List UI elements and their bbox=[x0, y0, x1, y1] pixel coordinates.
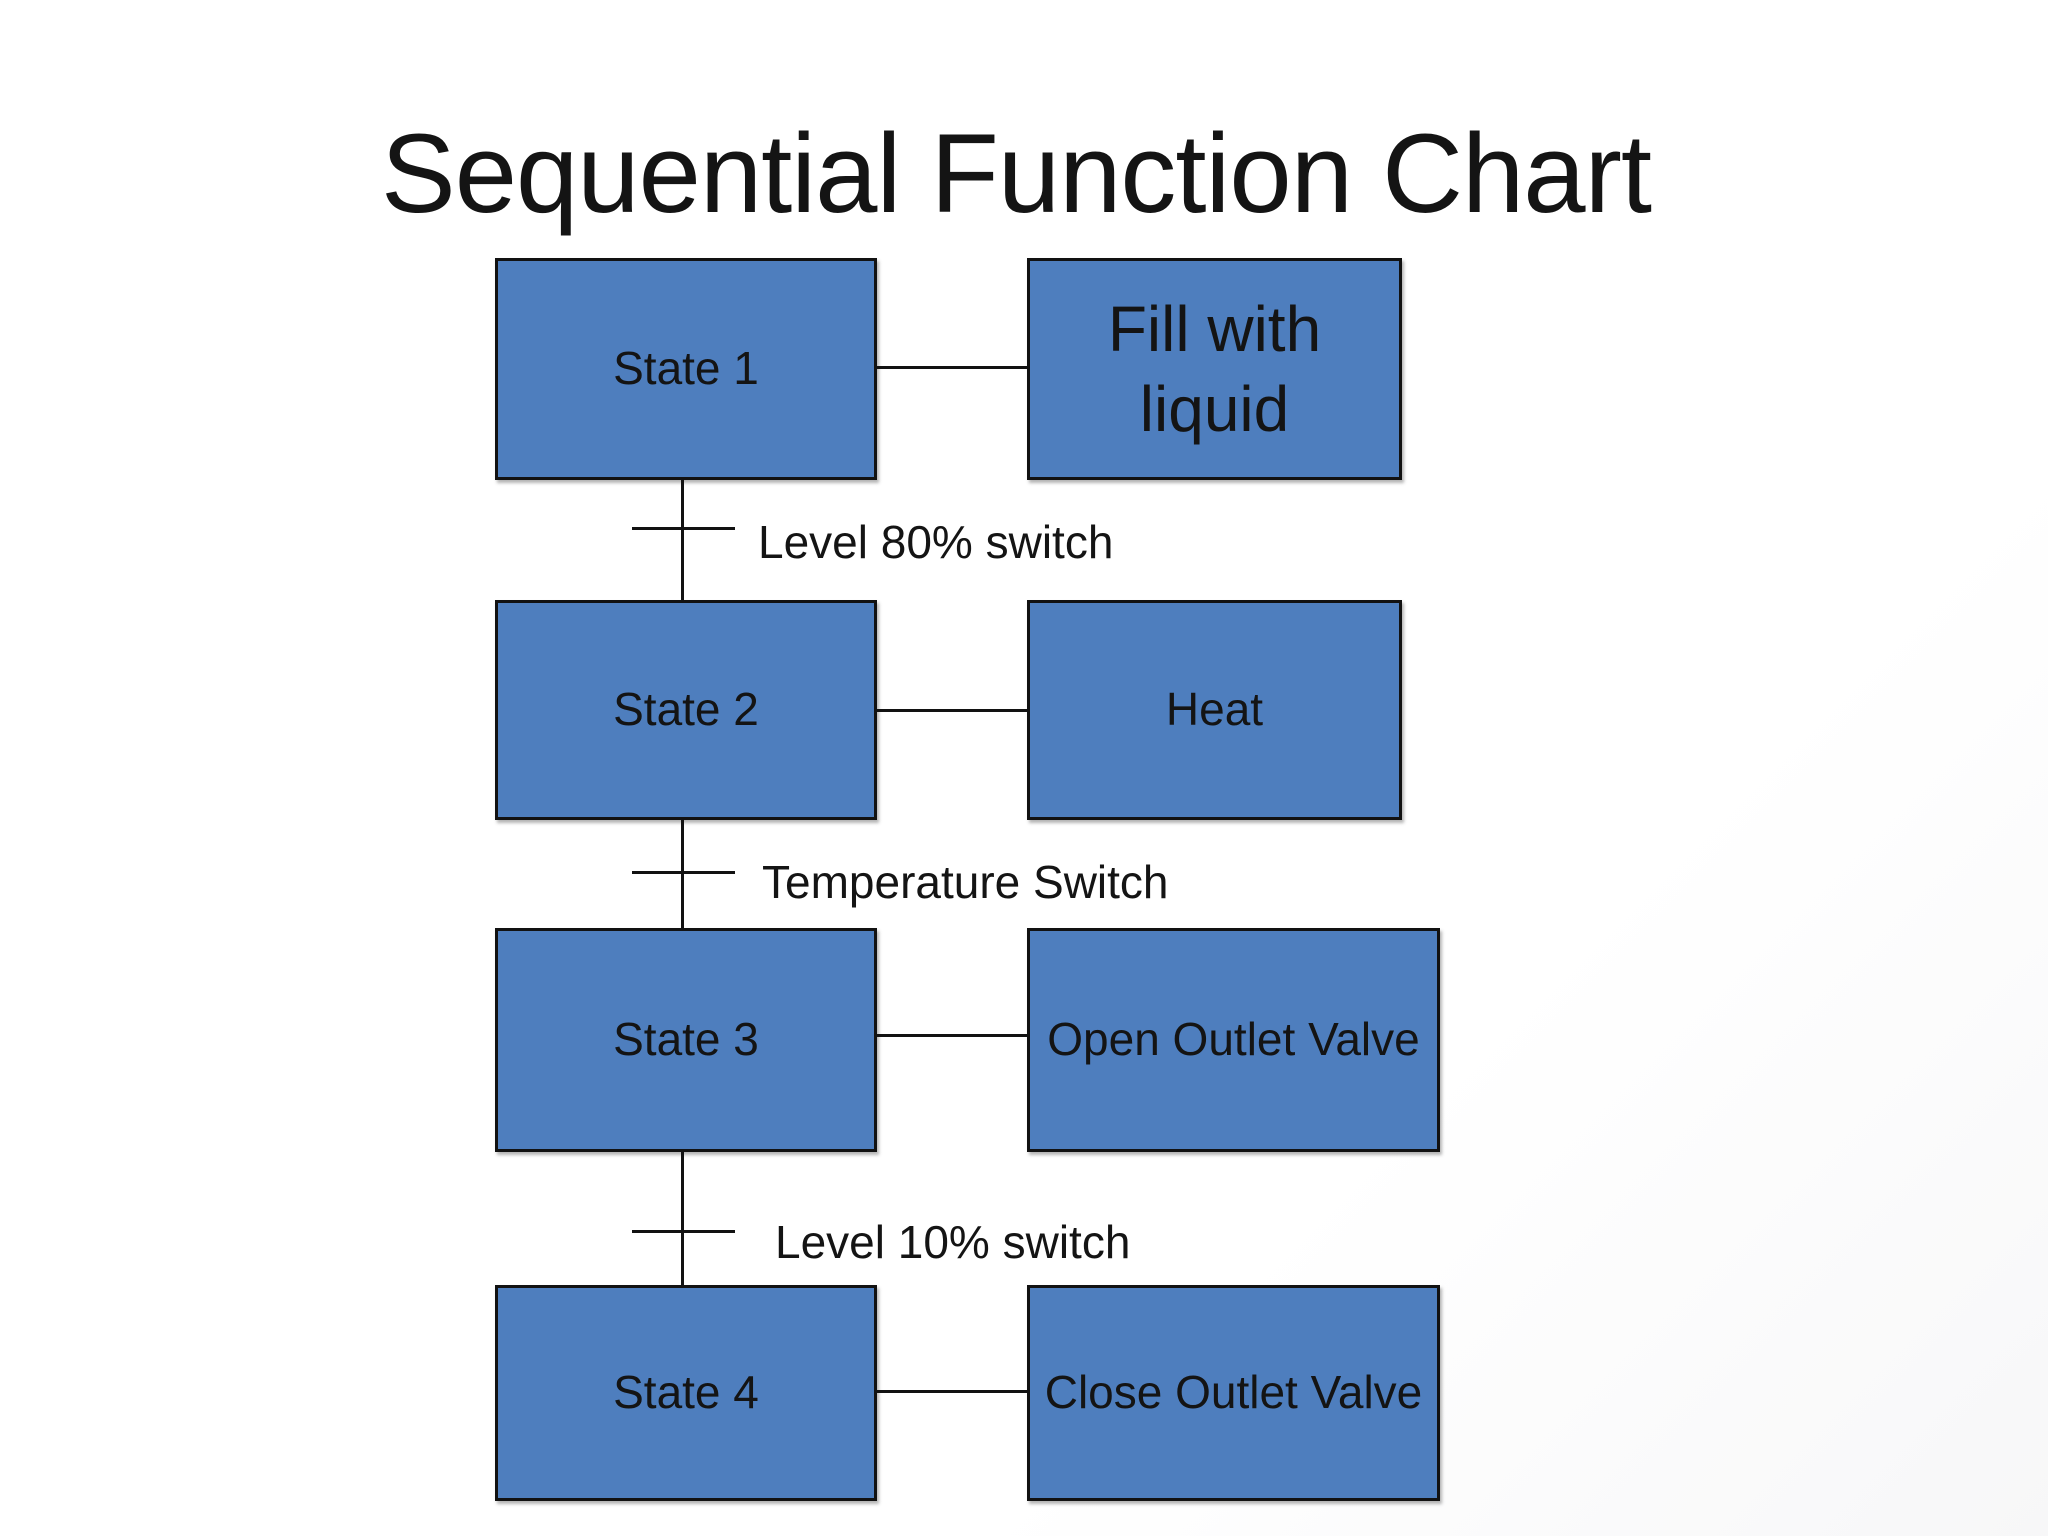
action-4-box: Close Outlet Valve bbox=[1027, 1285, 1440, 1501]
state-1-label: State 1 bbox=[613, 342, 759, 395]
transition-2-tick bbox=[632, 871, 735, 874]
state-3-box: State 3 bbox=[495, 928, 877, 1152]
connector-state1-action1 bbox=[877, 366, 1027, 369]
flow-line-state2-state3 bbox=[681, 820, 684, 928]
page-title: Sequential Function Chart bbox=[381, 111, 1652, 236]
action-3-box: Open Outlet Valve bbox=[1027, 928, 1440, 1152]
action-1-box: Fill with liquid bbox=[1027, 258, 1402, 480]
transition-3-tick bbox=[632, 1230, 735, 1233]
action-2-box: Heat bbox=[1027, 600, 1402, 820]
action-3-label: Open Outlet Valve bbox=[1047, 1013, 1420, 1066]
connector-state3-action3 bbox=[877, 1034, 1027, 1037]
connector-state4-action4 bbox=[877, 1390, 1027, 1393]
flow-line-state1-state2 bbox=[681, 480, 684, 600]
transition-2-label: Temperature Switch bbox=[762, 856, 1169, 908]
flow-line-state3-state4 bbox=[681, 1152, 684, 1285]
state-4-label: State 4 bbox=[613, 1366, 759, 1419]
state-2-box: State 2 bbox=[495, 600, 877, 820]
action-2-label: Heat bbox=[1165, 683, 1264, 736]
action-1-label: Fill with liquid bbox=[1107, 293, 1322, 445]
transition-1-tick bbox=[632, 527, 735, 530]
transition-1-label: Level 80% switch bbox=[758, 516, 1114, 568]
state-1-box: State 1 bbox=[495, 258, 877, 480]
connector-state2-action2 bbox=[877, 709, 1027, 712]
state-2-label: State 2 bbox=[613, 683, 759, 736]
action-4-label: Close Outlet Valve bbox=[1044, 1366, 1423, 1419]
transition-3-label: Level 10% switch bbox=[775, 1216, 1131, 1268]
state-4-box: State 4 bbox=[495, 1285, 877, 1501]
state-3-label: State 3 bbox=[613, 1013, 759, 1066]
